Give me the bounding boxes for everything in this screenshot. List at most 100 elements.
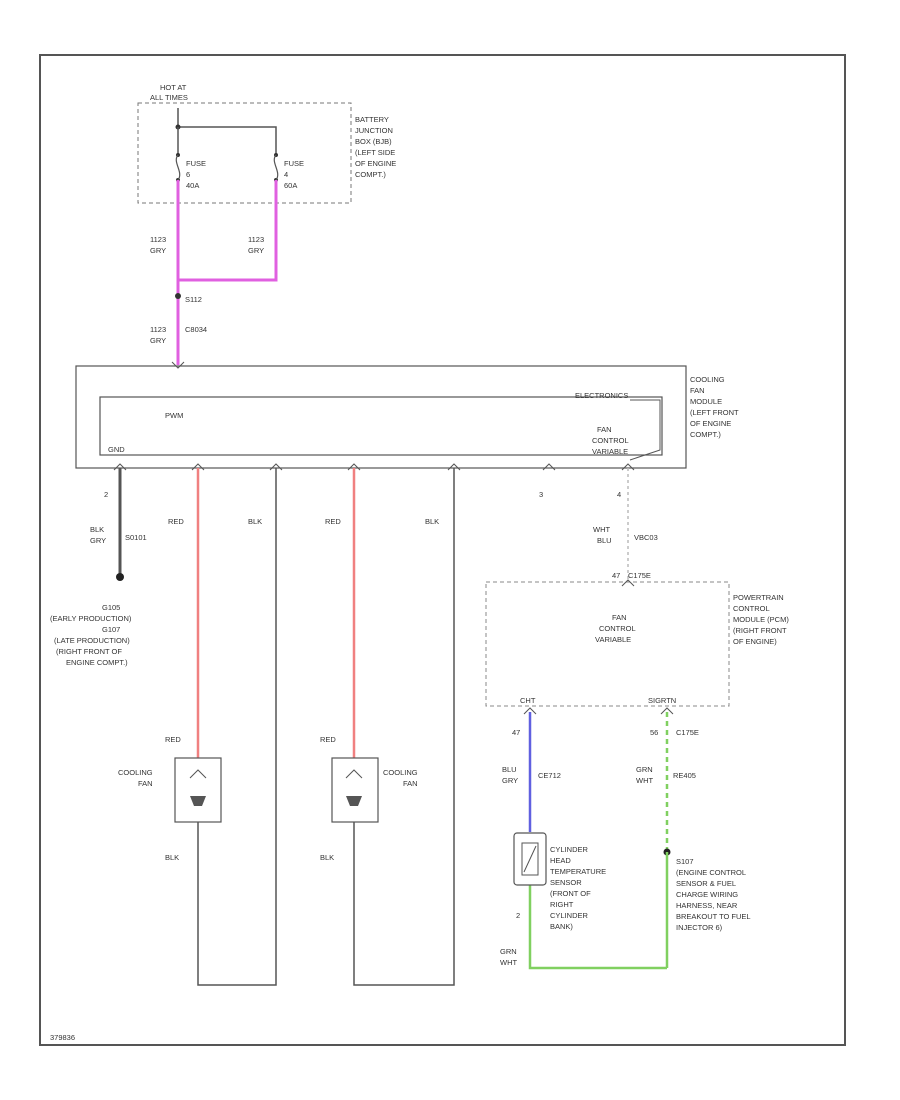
fuse-left-icon (175, 154, 181, 181)
module-electronics (99, 396, 663, 456)
svg-text:1123: 1123 (150, 235, 166, 244)
svg-text:COOLING: COOLING (690, 375, 725, 384)
svg-text:WHT: WHT (636, 776, 653, 785)
pin-3: 3 (539, 490, 543, 499)
svg-text:RIGHT: RIGHT (550, 900, 574, 909)
svg-text:RED: RED (320, 735, 336, 744)
svg-text:(RIGHT FRONT: (RIGHT FRONT (733, 626, 787, 635)
pin-47: 47 (512, 728, 520, 737)
pin-4: 4 (617, 490, 621, 499)
wire-fan-ctrl-label: WHT BLU (593, 525, 612, 545)
svg-text:HARNESS, NEAR: HARNESS, NEAR (676, 901, 738, 910)
svg-text:ENGINE COMPT.): ENGINE COMPT.) (66, 658, 128, 667)
wire-sigrtn-circ: RE405 (673, 771, 696, 780)
svg-text:OF ENGINE): OF ENGINE) (733, 637, 777, 646)
ground-point (116, 573, 124, 581)
svg-text:TEMPERATURE: TEMPERATURE (550, 867, 606, 876)
svg-text:CYLINDER: CYLINDER (550, 845, 589, 854)
cooling-fan-2: RED COOLING FAN BLK (320, 735, 418, 862)
svg-text:6: 6 (186, 170, 190, 179)
pcm-connector-pin: 47 (612, 571, 620, 580)
pcm-inner-label: FAN CONTROL VARIABLE (595, 613, 636, 644)
svg-text:COMPT.): COMPT.) (690, 430, 721, 439)
svg-text:S107: S107 (676, 857, 694, 866)
fuse-left-label: FUSE 6 40A (186, 159, 206, 190)
svg-text:CONTROL: CONTROL (733, 604, 770, 613)
wire-cht-label: BLU GRY (502, 765, 518, 785)
wire-sigrtn-label: GRN WHT (636, 765, 653, 785)
svg-text:GRY: GRY (502, 776, 518, 785)
fan-control-label: FAN CONTROL VARIABLE (592, 425, 629, 456)
wire-pink-top (176, 180, 278, 282)
pwm-label: PWM (165, 411, 183, 420)
svg-text:GRY: GRY (248, 246, 264, 255)
svg-text:FAN: FAN (138, 779, 153, 788)
svg-text:FUSE: FUSE (186, 159, 206, 168)
svg-text:40A: 40A (186, 181, 199, 190)
svg-text:GRY: GRY (150, 336, 166, 345)
svg-text:FAN: FAN (690, 386, 705, 395)
ground-label: G105 (EARLY PRODUCTION) G107 (LATE PRODU… (50, 603, 132, 667)
sensor-pin: 2 (516, 911, 520, 920)
fan-2-motor-icon (346, 796, 362, 806)
fan-1-motor-icon (190, 796, 206, 806)
bjb-box (137, 102, 352, 204)
svg-text:GRY: GRY (90, 536, 106, 545)
svg-text:OF ENGINE: OF ENGINE (690, 419, 731, 428)
svg-text:(FRONT OF: (FRONT OF (550, 889, 591, 898)
svg-text:OF ENGINE: OF ENGINE (355, 159, 396, 168)
svg-text:COOLING: COOLING (383, 768, 418, 777)
svg-text:FAN: FAN (403, 779, 418, 788)
svg-text:(LEFT SIDE: (LEFT SIDE (355, 148, 395, 157)
sensor-wire-label: GRN WHT (500, 947, 517, 967)
svg-text:4: 4 (284, 170, 288, 179)
svg-text:BLK: BLK (90, 525, 104, 534)
wire-blk-fan2 (353, 468, 455, 986)
svg-text:CHARGE WIRING: CHARGE WIRING (676, 890, 738, 899)
diagram-frame (39, 54, 846, 1046)
wire-blk-fan1 (197, 468, 277, 986)
svg-text:GRN: GRN (500, 947, 517, 956)
svg-text:CYLINDER: CYLINDER (550, 911, 589, 920)
module-label: COOLING FAN MODULE (LEFT FRONT OF ENGINE… (690, 375, 739, 439)
pcm-label: POWERTRAIN CONTROL MODULE (PCM) (RIGHT F… (733, 593, 789, 646)
wire-gnd-label: BLK GRY (90, 525, 106, 545)
svg-text:BLU: BLU (502, 765, 517, 774)
svg-text:CONTROL: CONTROL (592, 436, 629, 445)
wire-red-label-1: RED (168, 517, 184, 526)
svg-text:INJECTOR 6): INJECTOR 6) (676, 923, 723, 932)
svg-text:BOX (BJB): BOX (BJB) (355, 137, 392, 146)
svg-text:MODULE (PCM): MODULE (PCM) (733, 615, 789, 624)
pcm-sigrtn-label: SIGRTN (648, 696, 676, 705)
hot-at-label: HOT AT (160, 83, 187, 92)
wire-left-top-label: 1123 GRY (150, 235, 166, 255)
cooling-fan-1: RED COOLING FAN BLK (118, 735, 222, 862)
svg-text:JUNCTION: JUNCTION (355, 126, 393, 135)
gnd-label: GND (108, 445, 125, 454)
bjb-bus (177, 108, 277, 155)
splice-s112 (175, 293, 181, 299)
svg-text:BATTERY: BATTERY (355, 115, 389, 124)
wire-sensor-return (528, 880, 667, 970)
pcm-cht-label: CHT (520, 696, 536, 705)
svg-text:VARIABLE: VARIABLE (592, 447, 628, 456)
hot-at-label-2: ALL TIMES (150, 93, 188, 102)
splice-gnd-label: S0101 (125, 533, 147, 542)
wire-mid-label: 1123 GRY (150, 325, 166, 345)
pin-56: 56 (650, 728, 658, 737)
svg-text:MODULE: MODULE (690, 397, 722, 406)
svg-text:(RIGHT FRONT OF: (RIGHT FRONT OF (56, 647, 122, 656)
svg-text:BANK): BANK) (550, 922, 573, 931)
svg-text:COMPT.): COMPT.) (355, 170, 386, 179)
svg-text:CONTROL: CONTROL (599, 624, 636, 633)
fuse-right-icon (273, 154, 279, 181)
svg-text:GRY: GRY (150, 246, 166, 255)
svg-text:SENSOR: SENSOR (550, 878, 582, 887)
footer-id: 379836 (50, 1033, 75, 1042)
svg-text:VARIABLE: VARIABLE (595, 635, 631, 644)
svg-text:WHT: WHT (500, 958, 517, 967)
wire-cht-circ: CE712 (538, 771, 561, 780)
thermistor-icon (523, 845, 537, 873)
splice-s112-label: S112 (185, 295, 202, 304)
